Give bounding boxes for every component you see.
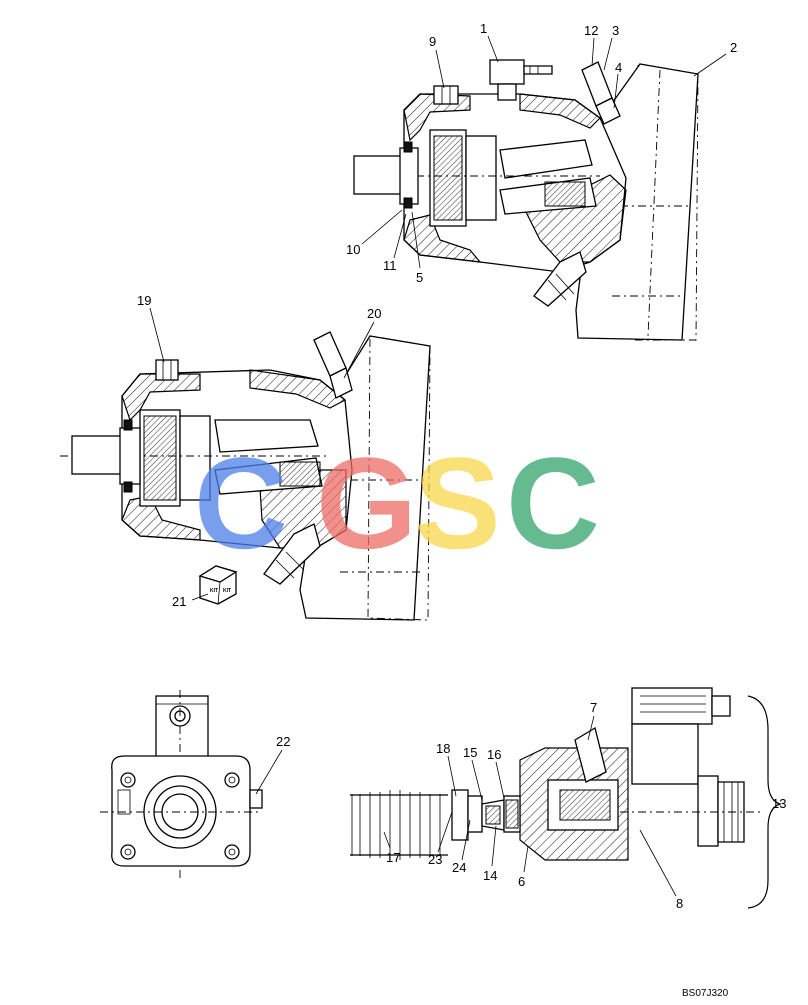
callout-18: 18 (436, 741, 450, 756)
callout-16: 16 (487, 747, 501, 762)
watermark: C G S C (194, 430, 600, 576)
watermark-letter-c2: C (506, 430, 600, 576)
watermark-letter-g: G (316, 430, 417, 576)
output-shaft-top (353, 141, 419, 209)
leader-6 (523, 845, 529, 873)
leader-8 (639, 829, 677, 897)
leader-1 (487, 35, 499, 63)
callout-12: 12 (584, 23, 598, 38)
leader-19 (149, 307, 165, 363)
leader-20 (343, 321, 375, 379)
callout-2: 2 (730, 40, 737, 55)
watermark-letter-s: S (414, 430, 501, 576)
cap-screw-lower-middle (263, 523, 321, 585)
drawing-code: BS07J320 (682, 988, 729, 999)
callout-7: 7 (590, 700, 597, 715)
cap-screw-lower-top (533, 251, 587, 307)
cap-screw-20 (313, 331, 353, 399)
callout-11: 11 (383, 258, 397, 273)
kit-label-left: KIT (210, 588, 218, 594)
callout-24: 24 (452, 860, 466, 875)
callout-22: 22 (276, 734, 290, 749)
main-spring-17 (350, 790, 448, 860)
leader-21 (191, 593, 209, 601)
leader-5 (411, 211, 421, 269)
leader-2 (693, 53, 727, 77)
motor-housing-top (380, 93, 627, 273)
middle-motor-assembly: KIT KIT (60, 331, 431, 621)
callout-17: 17 (386, 850, 400, 865)
callout-20: 20 (367, 306, 381, 321)
output-shaft-middle (71, 419, 141, 493)
leader-24 (461, 819, 471, 861)
leader-10 (361, 209, 403, 245)
callout-1: 1 (480, 21, 487, 36)
assembly-bracket (747, 695, 782, 909)
leader-14 (491, 825, 497, 867)
seal-kit-box: KIT KIT (198, 565, 238, 605)
plug-9 (433, 85, 459, 105)
leader-22 (255, 749, 283, 795)
valve-section-view (350, 687, 782, 909)
cap-screw-12 (581, 61, 621, 125)
callout-8: 8 (676, 896, 683, 911)
callout-10: 10 (346, 242, 360, 257)
solenoid-coil (620, 687, 760, 847)
watermark-letter-c1: C (194, 430, 288, 576)
callout-labels: 1 2 3 4 5 9 10 11 12 19 20 21 22 14 15 (137, 21, 786, 911)
callout-13: 13 (772, 796, 786, 811)
speed-sensor-1 (489, 59, 553, 101)
callout-19: 19 (137, 293, 151, 308)
leader-11 (393, 213, 407, 259)
kit-label-right: KIT (223, 588, 231, 594)
spring-guide-poppet (451, 789, 521, 841)
callout-23: 23 (428, 852, 442, 867)
callout-15: 15 (463, 745, 477, 760)
valve-front-view (100, 690, 263, 880)
callout-14: 14 (483, 868, 497, 883)
leader-17 (383, 831, 391, 849)
leader-15 (471, 759, 483, 801)
plug-19 (155, 359, 179, 381)
callout-5: 5 (416, 270, 423, 285)
callout-3: 3 (612, 23, 619, 38)
leader-23 (437, 811, 453, 853)
callout-9: 9 (429, 34, 436, 49)
motor-housing-middle (60, 369, 353, 549)
leader-3 (603, 37, 613, 71)
leader-4 (613, 73, 619, 109)
leader-9 (435, 49, 445, 89)
callout-4: 4 (615, 60, 622, 75)
leader-7 (587, 715, 595, 741)
leader-18 (447, 755, 457, 797)
top-motor-assembly (353, 59, 699, 341)
leader-12 (591, 37, 595, 67)
callout-6: 6 (518, 874, 525, 889)
callout-21: 21 (172, 594, 186, 609)
valve-block (519, 726, 629, 861)
leader-16 (495, 761, 505, 799)
